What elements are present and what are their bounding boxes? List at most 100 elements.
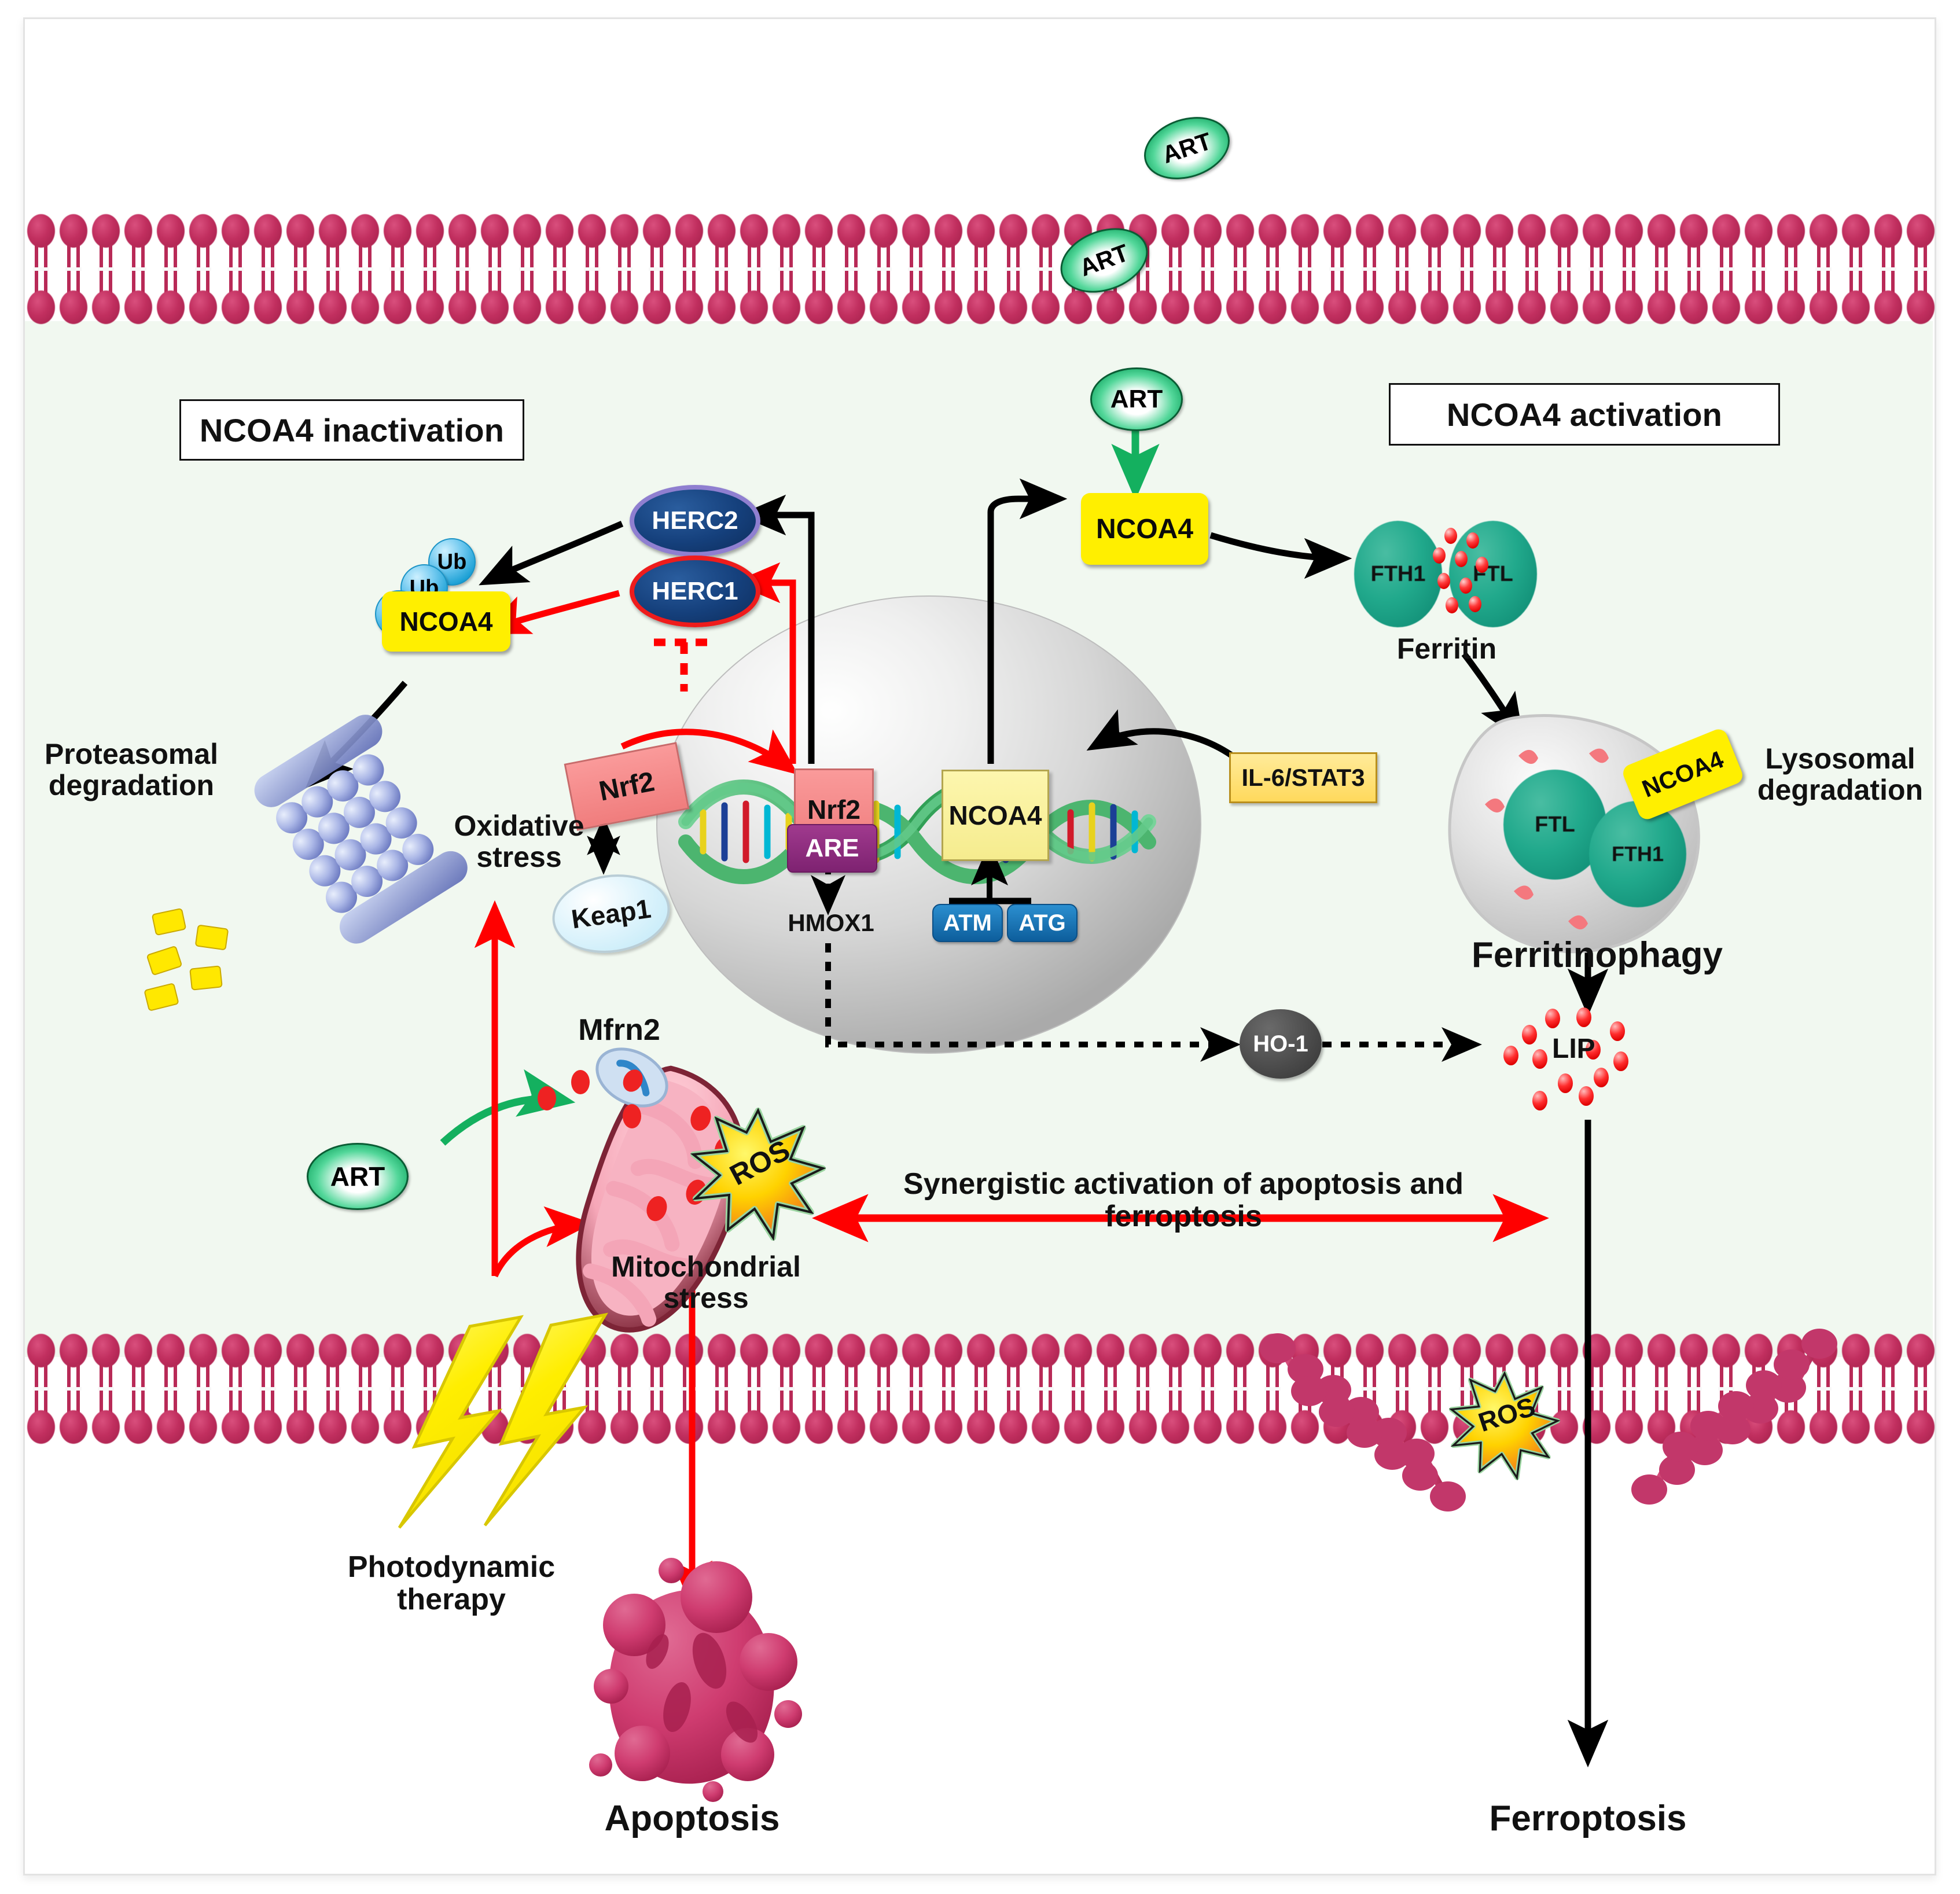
phospholipid — [738, 214, 770, 324]
lipid-head — [124, 1410, 152, 1444]
lipid-head — [319, 214, 347, 248]
lipid-head — [1161, 214, 1189, 248]
lipid-head — [1323, 1334, 1351, 1367]
lipid-head — [1032, 214, 1060, 248]
lipid-gap — [1588, 267, 1605, 271]
proteasomal-degradation-label: Proteasomal degradation — [44, 738, 219, 801]
lipid-gap — [908, 1387, 924, 1391]
lipid-gap — [1718, 1387, 1734, 1391]
lipid-head — [1907, 214, 1935, 248]
lipid-head — [481, 1410, 509, 1444]
lipid-gap — [1848, 1387, 1864, 1391]
phospholipid — [1354, 1334, 1386, 1444]
lipid-gap — [292, 1387, 308, 1391]
lipid-gap — [260, 1387, 276, 1391]
nrf2-nuclear-label: Nrf2 — [807, 795, 861, 825]
phospholipid — [479, 214, 511, 324]
lipid-gap — [422, 1387, 438, 1391]
phospholipid — [770, 1334, 803, 1444]
lipid-head — [578, 1410, 606, 1444]
lipid-head — [1485, 214, 1513, 248]
lipid-gap — [454, 1387, 470, 1391]
lipid-gap — [130, 1387, 146, 1391]
lipid-head — [1161, 290, 1189, 324]
phospholipid — [867, 214, 900, 324]
lipid-gap — [325, 1387, 341, 1391]
lipid-head — [222, 290, 249, 324]
lipid-gap — [292, 267, 308, 271]
lipid-head — [1323, 214, 1351, 248]
lipid-gap — [195, 1387, 211, 1391]
lipid-head — [1810, 214, 1837, 248]
lipid-gap — [98, 267, 114, 271]
phospholipid — [673, 214, 705, 324]
lipid-gap — [65, 267, 82, 271]
lipid-head — [675, 1334, 703, 1367]
lipid-head — [157, 214, 185, 248]
lipid-head — [384, 1334, 411, 1367]
phospholipid — [1192, 1334, 1224, 1444]
lipid-head — [935, 290, 962, 324]
lipid-head — [643, 214, 671, 248]
phospholipid — [1418, 214, 1451, 324]
lipid-head — [1615, 214, 1643, 248]
lipid-gap — [1426, 267, 1443, 271]
lipid-gap — [1588, 1387, 1605, 1391]
lipid-gap — [227, 1387, 244, 1391]
lipid-gap — [1556, 1387, 1572, 1391]
lipid-head — [1421, 290, 1448, 324]
lipid-head — [708, 214, 736, 248]
lipid-head — [1680, 1410, 1708, 1444]
lipid-head — [513, 1410, 541, 1444]
lipid-head — [286, 290, 314, 324]
lipid-head — [481, 290, 509, 324]
lipid-head — [1680, 1334, 1708, 1367]
lipid-head — [351, 214, 379, 248]
lipid-gap — [1297, 267, 1313, 271]
lipid-head — [448, 214, 476, 248]
lipid-head — [1842, 290, 1870, 324]
lipid-head — [1421, 214, 1448, 248]
phospholipid — [252, 1334, 284, 1444]
lipid-gap — [551, 1387, 568, 1391]
lipid-head — [1810, 1334, 1837, 1367]
lipid-gap — [65, 1387, 82, 1391]
il6-stat3-label: IL-6/STAT3 — [1241, 764, 1365, 791]
lipid-gap — [357, 1387, 373, 1391]
lipid-head — [1194, 1334, 1222, 1367]
phospholipid — [446, 1334, 479, 1444]
phospholipid — [187, 214, 219, 324]
lipid-head — [222, 1410, 249, 1444]
lipid-head — [1907, 290, 1935, 324]
lipid-gap — [681, 267, 697, 271]
lipid-head — [1194, 290, 1222, 324]
lipid-head — [1291, 1410, 1319, 1444]
section-header-left-label: NCOA4 inactivation — [199, 411, 505, 448]
phospholipid — [641, 1334, 673, 1444]
phospholipid — [1256, 214, 1289, 324]
phospholipid — [1645, 1334, 1678, 1444]
lipid-gap — [1913, 1387, 1929, 1391]
lipid-head — [1356, 290, 1384, 324]
phospholipid — [997, 1334, 1029, 1444]
lipid-head — [740, 1334, 768, 1367]
phospholipid — [770, 214, 803, 324]
phospholipid — [1807, 1334, 1840, 1444]
lipid-head — [1291, 290, 1319, 324]
ftl-label: FTL — [1535, 812, 1575, 837]
lipid-gap — [1491, 1387, 1507, 1391]
lipid-gap — [1815, 267, 1832, 271]
phospholipid — [1742, 214, 1775, 324]
lipid-gap — [1070, 1387, 1086, 1391]
lipid-gap — [1394, 267, 1410, 271]
lipid-head — [546, 1334, 573, 1367]
lipid-head — [935, 214, 962, 248]
lipid-gap — [1135, 1387, 1151, 1391]
phospholipid — [1516, 214, 1548, 324]
phospholipid — [608, 1334, 641, 1444]
lipid-head — [611, 1410, 638, 1444]
lipid-gap — [1783, 1387, 1799, 1391]
lipid-head — [416, 290, 444, 324]
phospholipid — [446, 214, 479, 324]
phospholipid — [1710, 214, 1742, 324]
